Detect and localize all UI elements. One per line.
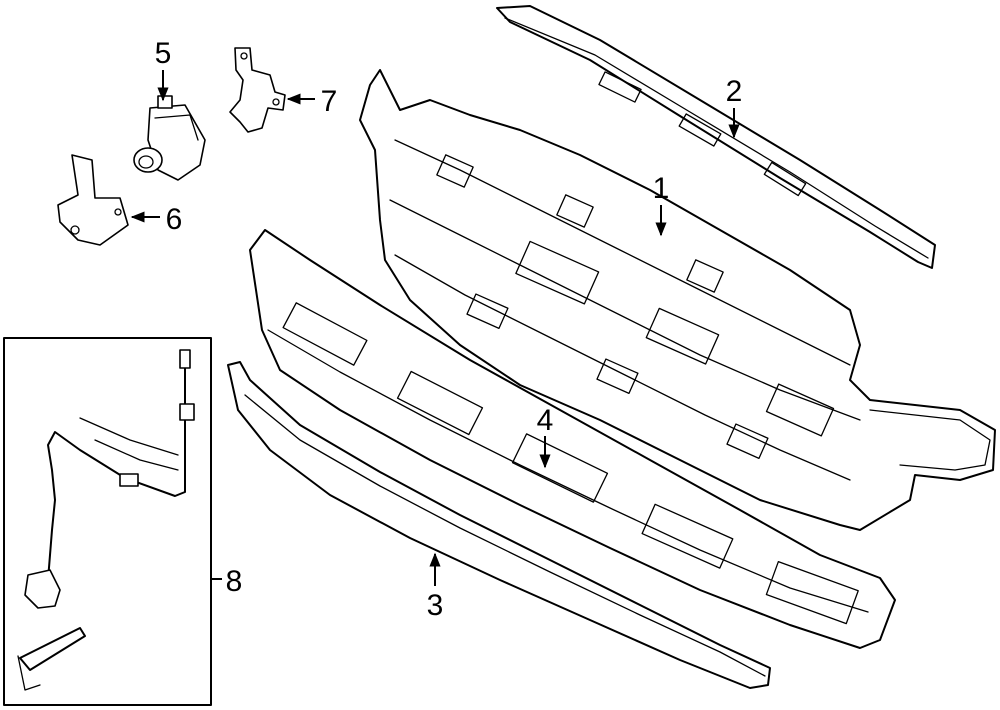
callout-4: 4 bbox=[537, 404, 554, 437]
callout-labels: 1 2 3 4 5 6 7 8 bbox=[155, 37, 743, 622]
part-8-wiring-harness bbox=[3, 337, 222, 706]
callout-8: 8 bbox=[226, 565, 243, 598]
callout-5: 5 bbox=[155, 37, 172, 70]
callout-7: 7 bbox=[321, 85, 338, 118]
callout-1: 1 bbox=[653, 172, 670, 205]
part-5-camera bbox=[133, 95, 206, 181]
leader-lines bbox=[130, 70, 740, 586]
callout-3: 3 bbox=[427, 589, 444, 622]
part-2-upper-deflector bbox=[496, 5, 936, 269]
part-3-lower-valance bbox=[227, 361, 771, 689]
part-1-grille-reinforcement bbox=[359, 69, 996, 531]
callout-6: 6 bbox=[166, 203, 183, 236]
part-4-bumper-face-bar bbox=[249, 229, 896, 649]
part-8-box bbox=[3, 337, 212, 706]
part-7-bracket bbox=[229, 47, 286, 133]
callout-2: 2 bbox=[726, 75, 743, 108]
part-6-bracket bbox=[57, 154, 129, 246]
